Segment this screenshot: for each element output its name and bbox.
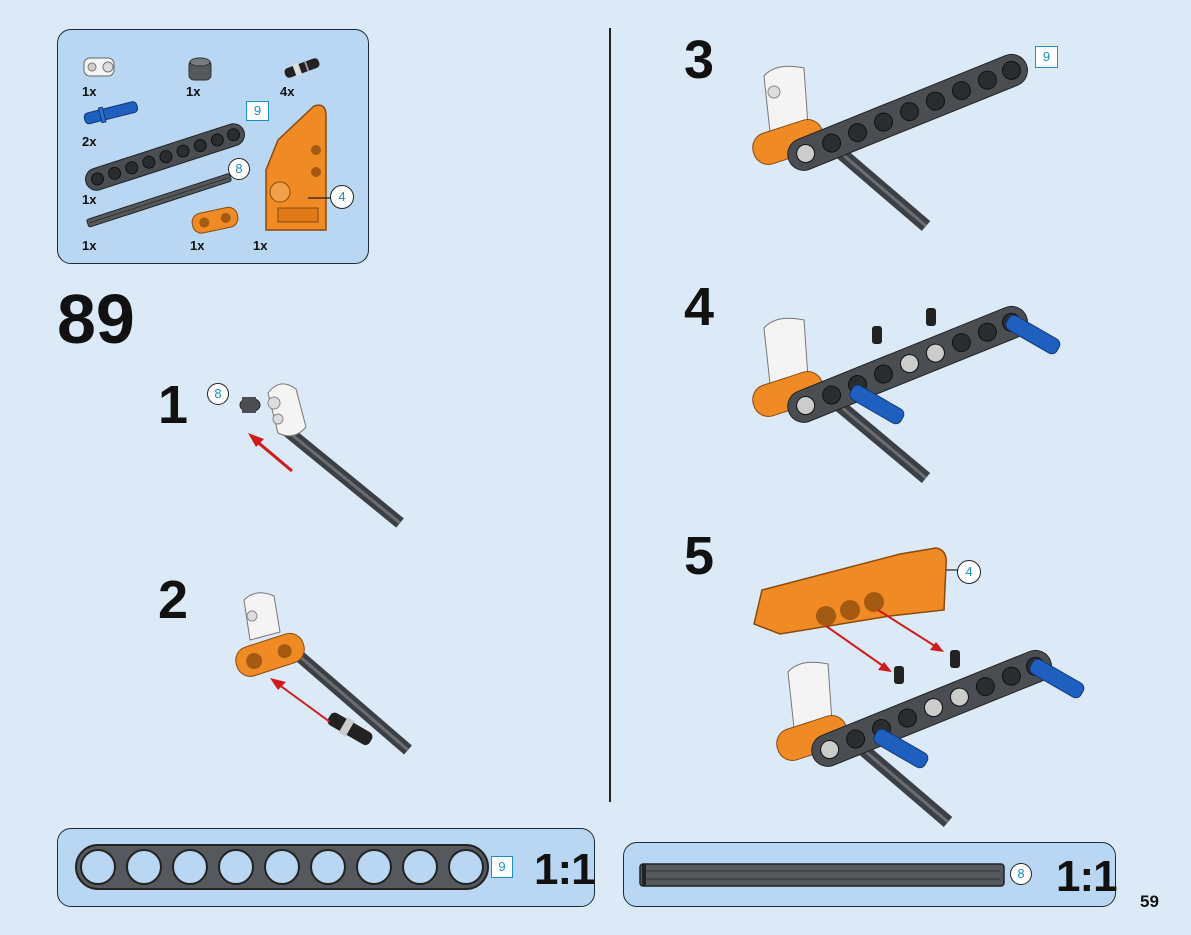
qty-gray-axle: 1x	[82, 238, 96, 253]
axle-length-circle: 8	[228, 158, 250, 180]
orange-beam-3-part	[188, 202, 244, 238]
step-2-number: 2	[158, 573, 188, 627]
step-3-illustration	[748, 42, 1048, 242]
step-3-number: 3	[684, 33, 714, 87]
scale-axle-ratio: 1:1	[1056, 855, 1117, 899]
qty-orange-panel: 1x	[253, 238, 267, 253]
scale-axle-panel: 8 1:1	[623, 842, 1116, 907]
step-4-illustration	[748, 292, 1078, 492]
page-number: 59	[1140, 892, 1159, 912]
step-1-number: 1	[158, 378, 188, 432]
gray-bush-part	[186, 54, 216, 84]
step-5-number: 5	[684, 529, 714, 583]
scale-axle-length: 8	[1010, 863, 1032, 885]
qty-black-pin: 4x	[280, 84, 294, 99]
qty-gray-axle-stop: 1x	[190, 238, 204, 253]
scale-beam-panel: 9 1:1	[57, 828, 595, 907]
scale-axle-drawing	[638, 860, 1008, 890]
scale-beam-length: 9	[491, 856, 513, 878]
qty-white-connector: 1x	[82, 84, 96, 99]
scale-beam-ratio: 1:1	[534, 848, 595, 892]
step-4-number: 4	[684, 280, 714, 334]
qty-gray-bush: 1x	[186, 84, 200, 99]
page-step-number: 89	[57, 284, 135, 354]
step-1-illustration	[230, 375, 430, 535]
step-5-illustration	[740, 540, 1100, 830]
orange-panel-part	[254, 100, 344, 240]
scale-beam-drawing	[74, 843, 494, 893]
white-connector-part	[82, 52, 122, 82]
panel-callout-line	[308, 196, 338, 200]
column-divider	[609, 28, 611, 802]
black-pin-part	[280, 56, 324, 80]
step-1-callout: 8	[207, 383, 229, 405]
parts-list-panel: 1x 1x 4x 2x 9 1x	[57, 29, 369, 264]
step-2-illustration	[230, 588, 430, 768]
